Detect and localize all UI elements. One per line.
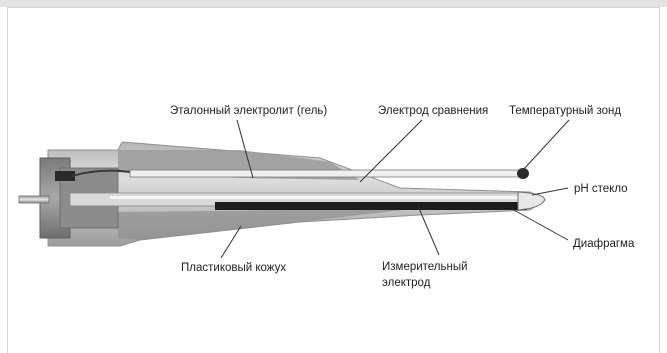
leader-ph-glass [532,188,568,195]
label-plastic-housing: Пластиковый кожух [181,262,286,274]
leader-diaphragm [512,209,568,240]
rear-rod [19,196,49,203]
label-measuring-electrode-line2: электрод [382,277,431,289]
label-reference-electrolyte: Эталонный электролит (гель) [170,105,327,117]
temperature-probe-tube [130,170,522,177]
label-measuring-electrode-line1: Измерительный [382,261,468,273]
lower-housing-section [118,208,420,240]
measuring-electrode-rod [215,202,527,210]
label-diaphragm: Диафрагма [573,238,635,250]
label-reference-electrode: Электрод сравнения [378,105,488,117]
label-temperature-probe: Температурный зонд [509,105,621,117]
ph-glass-bulb [518,192,544,210]
central-tube-highlight [110,196,520,199]
leader-temperature-probe [523,120,569,170]
label-ph-glass: pH стекло [574,183,628,195]
